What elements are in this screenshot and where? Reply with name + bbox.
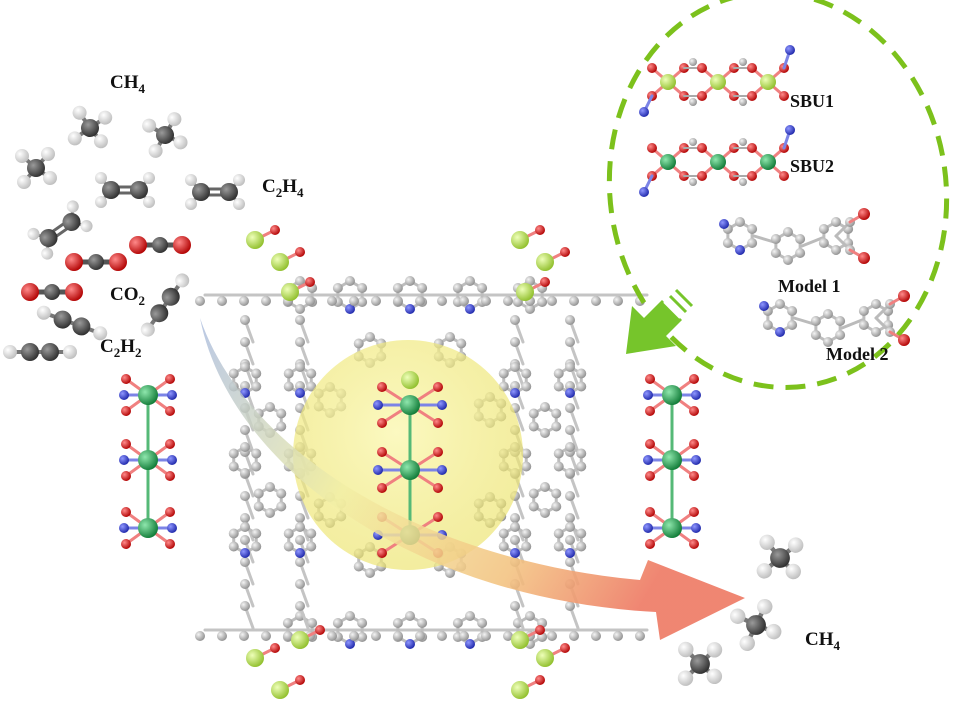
gas-mixture-molecules — [3, 105, 245, 361]
inset-dashed-ellipse — [606, 0, 950, 390]
green-pointer-arrow — [626, 288, 694, 354]
label-ch4-bottom: CH4 — [805, 629, 841, 653]
label-c2h4: C2H4 — [262, 176, 304, 200]
label-c2h2: C2H2 — [100, 336, 142, 360]
label-ch4-top: CH4 — [110, 72, 146, 96]
gas-flow-arrow — [200, 318, 745, 640]
label-sbu2: SBU2 — [790, 156, 834, 176]
label-model2: Model 2 — [826, 344, 889, 364]
separated-ch4-molecules — [677, 534, 804, 686]
sbu-model-inset — [639, 45, 910, 347]
label-sbu1: SBU1 — [790, 91, 834, 111]
label-co2: CO2 — [110, 284, 145, 308]
label-model1: Model 1 — [778, 276, 841, 296]
